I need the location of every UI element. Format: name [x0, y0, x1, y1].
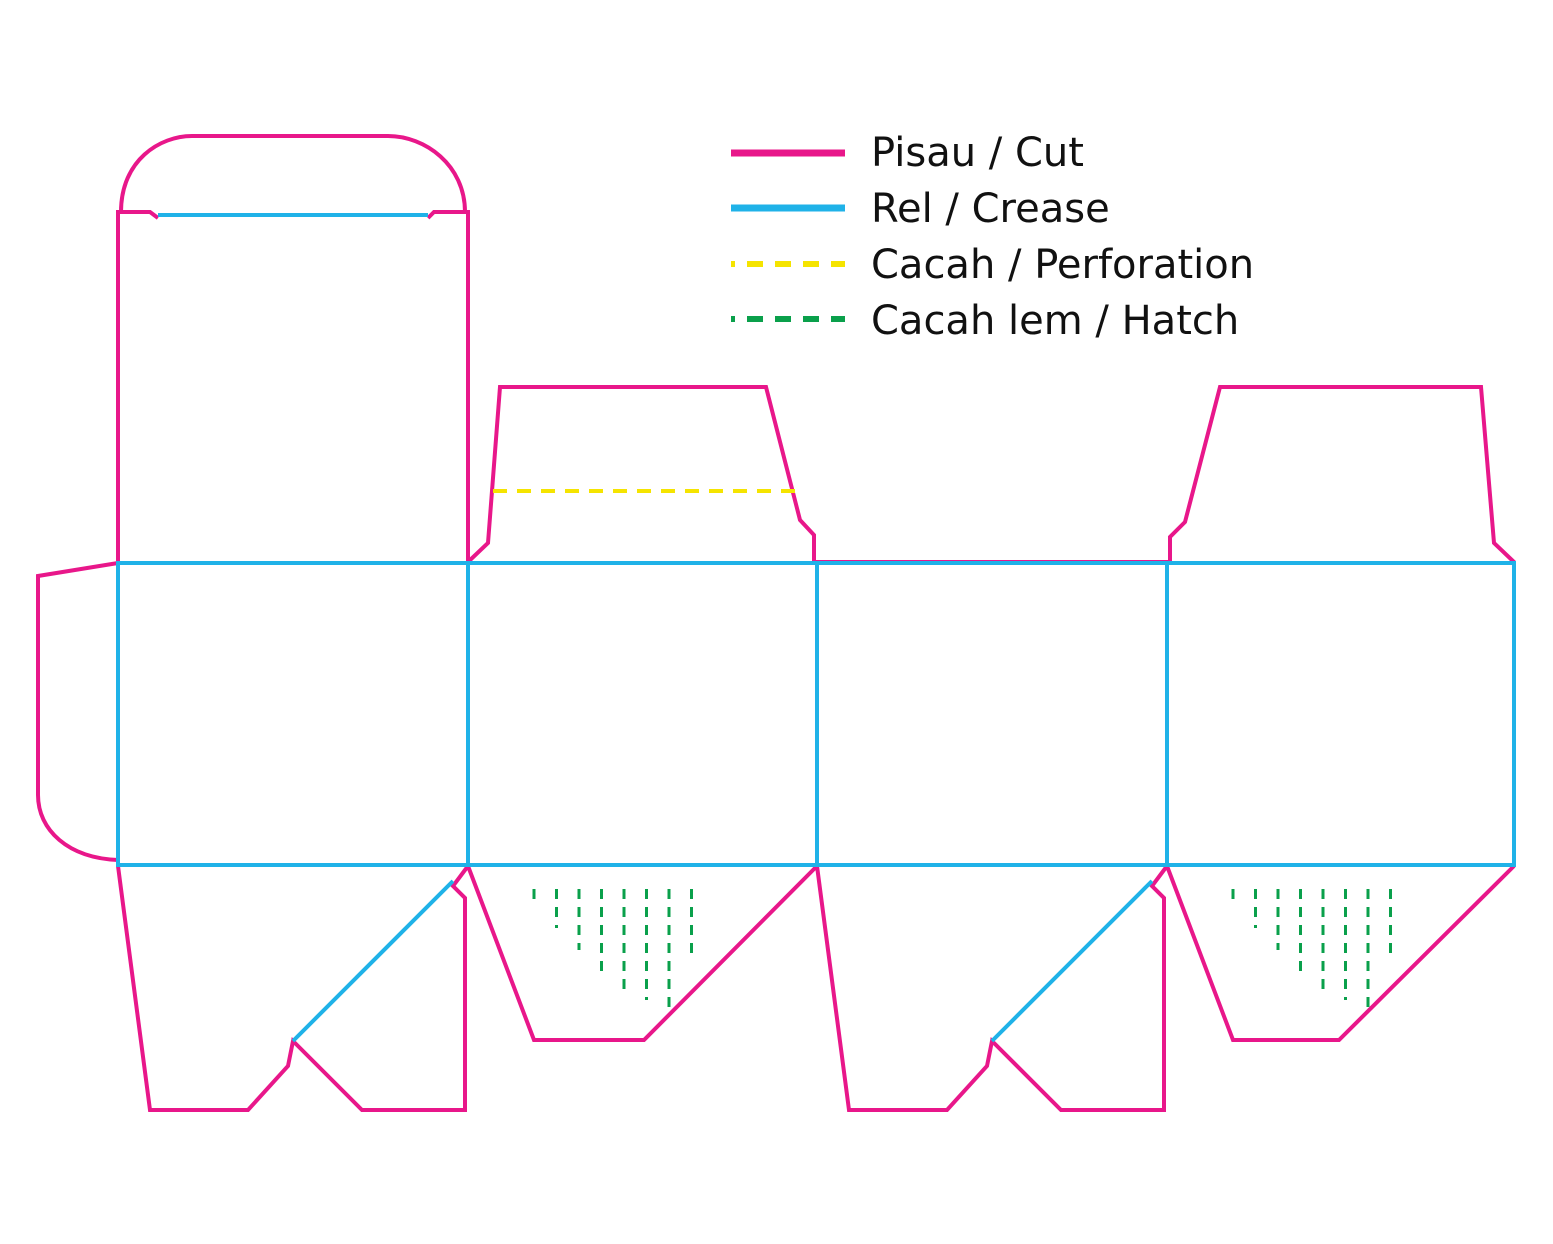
- dust-flap-1-cut: [466, 385, 816, 564]
- dust-flap-2-cut: [1168, 385, 1516, 866]
- bottom-flap-1-diagonal-crease: [291, 879, 455, 1043]
- legend-item-hatch: Cacah lem / Hatch: [731, 298, 1239, 344]
- crease-lines: [116, 213, 1516, 1043]
- bottom-flap-3-cut: [815, 864, 1169, 1112]
- hatch-area-2: [1231, 889, 1392, 1012]
- cut-lines: [36, 134, 1516, 1112]
- legend: Pisau / Cut Rel / Crease Cacah / Perfora…: [731, 130, 1254, 344]
- legend-label-cut: Pisau / Cut: [871, 130, 1084, 176]
- bottom-flap-2-cut: [466, 864, 819, 1042]
- legend-item-cut: Pisau / Cut: [731, 130, 1084, 176]
- legend-label-perforation: Cacah / Perforation: [871, 242, 1254, 288]
- bottom-flap-1-cut: [116, 864, 470, 1112]
- bottom-flap-3-diagonal-crease: [990, 879, 1154, 1043]
- top-tuck-flap-cut: [116, 134, 470, 562]
- glue-flap-cut: [36, 561, 119, 862]
- bottom-flap-4-cut: [1165, 864, 1516, 1042]
- legend-item-perforation: Cacah / Perforation: [731, 242, 1254, 288]
- hatch-area-1: [532, 889, 693, 1012]
- legend-item-crease: Rel / Crease: [731, 186, 1110, 232]
- legend-label-hatch: Cacah lem / Hatch: [871, 298, 1239, 344]
- legend-label-crease: Rel / Crease: [871, 186, 1110, 232]
